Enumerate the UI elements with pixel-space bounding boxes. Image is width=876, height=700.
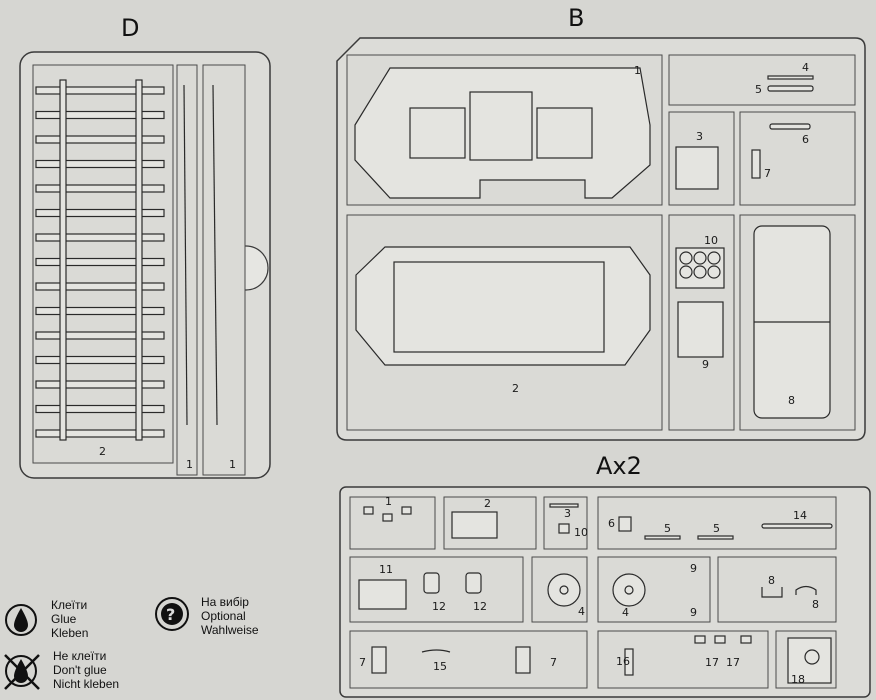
part-number: 4 xyxy=(578,605,585,618)
legend-text: На вибір xyxy=(201,595,249,609)
sprue-b: B 1 4 5 3 6 7 10 9 2 8 xyxy=(336,4,866,441)
legend-text: Glue xyxy=(51,612,77,626)
part-number: 5 xyxy=(713,522,720,535)
part-number: 7 xyxy=(550,656,557,669)
ring-part xyxy=(693,251,707,265)
part-number: 11 xyxy=(379,563,393,576)
track-tie xyxy=(35,429,165,438)
part-number: 16 xyxy=(616,655,630,668)
track-tie xyxy=(35,184,165,193)
glue-icon xyxy=(5,604,37,636)
rail-panel xyxy=(202,64,246,476)
part-number: 10 xyxy=(574,526,588,539)
legend-text: Don't glue xyxy=(53,663,107,677)
glue-legend: Клеїти Glue Kleben xyxy=(5,598,88,640)
sprue-a-title: Ax2 xyxy=(596,452,642,480)
part-number: 12 xyxy=(473,600,487,613)
track-tie xyxy=(35,306,165,316)
legend-text: Kleben xyxy=(51,626,88,640)
ring-part xyxy=(707,251,721,265)
track-tie xyxy=(35,86,165,95)
track-rail xyxy=(135,79,143,441)
track-tie xyxy=(35,380,165,389)
legend-text: Wahlweise xyxy=(201,623,259,637)
part-number: 17 xyxy=(705,656,719,669)
part-number: 1 xyxy=(229,458,236,471)
legend-text: Не клеїти xyxy=(53,649,106,663)
ring-part xyxy=(679,251,693,265)
ring-part xyxy=(679,265,693,279)
part-number: 2 xyxy=(484,497,491,510)
track-tie xyxy=(35,208,165,218)
track-tie xyxy=(35,331,165,340)
part-number: 8 xyxy=(788,394,795,407)
part-number: 7 xyxy=(764,167,771,180)
track-rail xyxy=(59,79,67,441)
legend-text: Клеїти xyxy=(51,598,87,612)
part-number: 9 xyxy=(690,606,697,619)
no-glue-legend: Не клеїти Don't glue Nicht kleben xyxy=(4,649,119,691)
sprue-d-title: D xyxy=(121,14,139,42)
part-number: 2 xyxy=(99,445,106,458)
rail-panel xyxy=(176,64,198,476)
track-tie xyxy=(35,233,165,242)
part-number: 14 xyxy=(793,509,807,522)
part-number: 18 xyxy=(791,673,805,686)
sprue-d: D 2 1 1 xyxy=(19,14,271,479)
part-number: 8 xyxy=(812,598,819,611)
track-tie xyxy=(35,135,165,144)
part-number: 4 xyxy=(802,61,809,74)
part-number: 15 xyxy=(433,660,447,673)
part-number: 3 xyxy=(696,130,703,143)
part-number: 6 xyxy=(608,517,615,530)
part-number: 4 xyxy=(622,606,629,619)
legend-text: Nicht kleben xyxy=(53,677,119,691)
legend: Клеїти Glue Kleben Не клеїти Don't glue … xyxy=(4,595,259,691)
track-tie xyxy=(35,404,165,414)
part-number: 6 xyxy=(802,133,809,146)
part-number: 8 xyxy=(768,574,775,587)
part-number: 9 xyxy=(702,358,709,371)
sprue-b-title: B xyxy=(568,4,584,32)
part-number: 5 xyxy=(664,522,671,535)
part-number: 1 xyxy=(385,495,392,508)
ring-part xyxy=(693,265,707,279)
optional-legend: ? На вибір Optional Wahlweise xyxy=(155,595,259,637)
legend-text: Optional xyxy=(201,609,246,623)
track-part xyxy=(35,79,165,441)
part-number: 9 xyxy=(690,562,697,575)
track-tie xyxy=(35,110,165,120)
part-number: 12 xyxy=(432,600,446,613)
part-number: 10 xyxy=(704,234,718,247)
track-tie xyxy=(35,355,165,365)
no-glue-icon xyxy=(5,655,37,687)
svg-text:?: ? xyxy=(166,605,175,624)
part-number: 1 xyxy=(186,458,193,471)
question-icon xyxy=(155,597,189,631)
ring-part xyxy=(707,265,721,279)
track-tie xyxy=(35,159,165,169)
track-tie xyxy=(35,282,165,291)
track-tie xyxy=(35,257,165,267)
part-number: 3 xyxy=(564,507,571,520)
part-number: 7 xyxy=(359,656,366,669)
part-number: 5 xyxy=(755,83,762,96)
part-number: 1 xyxy=(634,64,641,77)
part-number: 2 xyxy=(512,382,519,395)
part-number: 17 xyxy=(726,656,740,669)
